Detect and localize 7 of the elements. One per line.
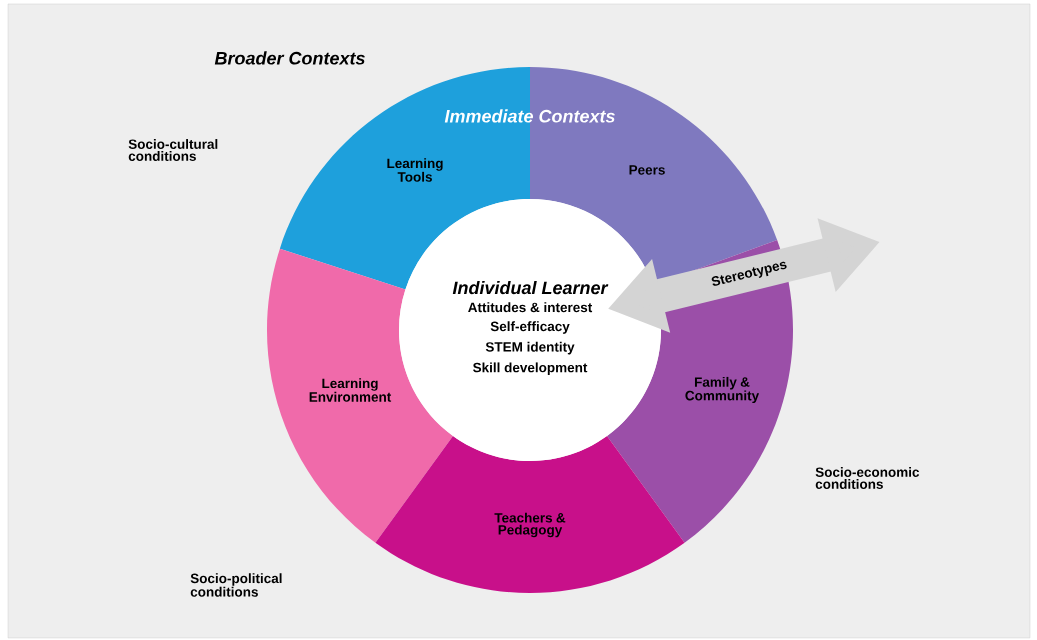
ring-segment: Teachers & Pedagogy [375,435,685,593]
label: Broader Contexts [214,51,365,65]
label: Socio-cultural conditions [128,139,218,161]
label: Socio-political conditions [190,573,282,597]
label: Immediate Contexts [444,109,615,123]
label: Socio-economic conditions [815,467,920,489]
ring-segment: Learning Environment [267,248,453,543]
